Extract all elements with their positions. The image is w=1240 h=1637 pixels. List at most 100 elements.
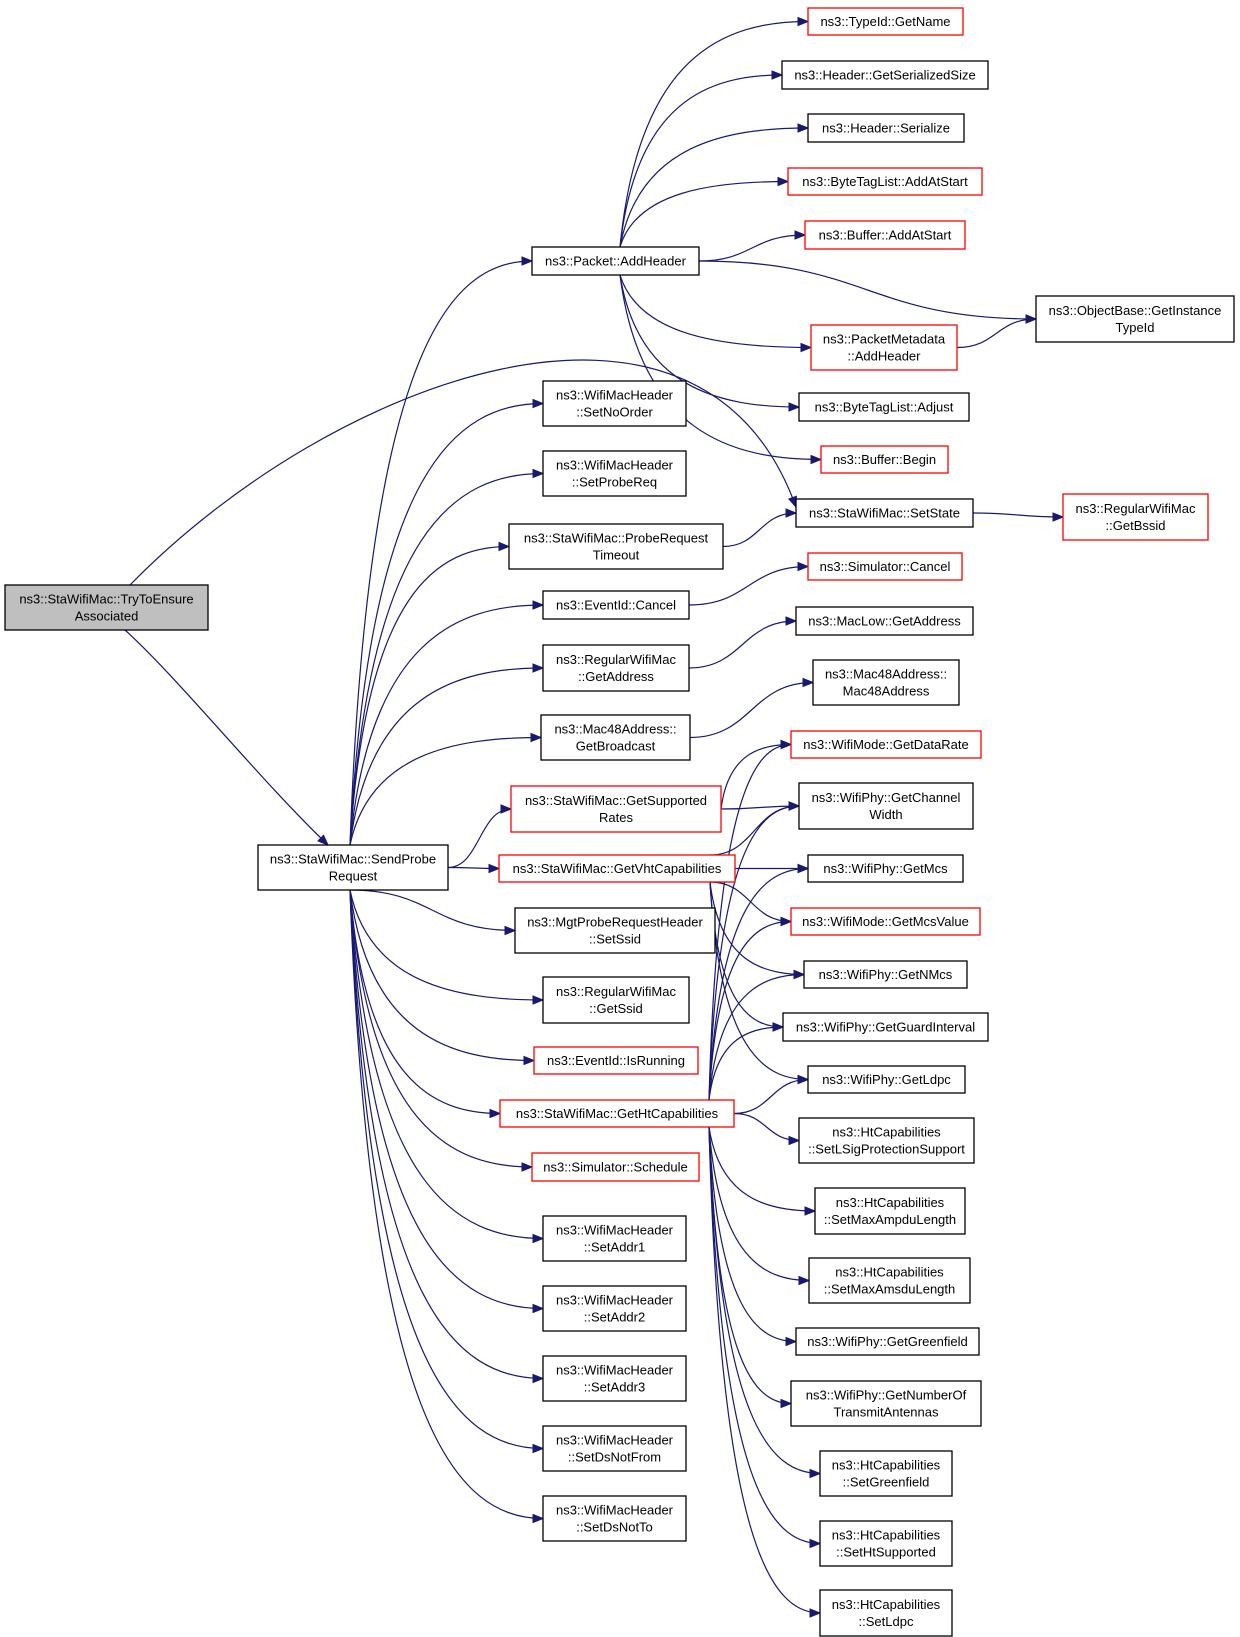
- edge-arrowhead: [532, 663, 545, 673]
- node-getvht[interactable]: ns3::StaWifiMac::GetVhtCapabilities: [498, 854, 736, 883]
- call-edge: [349, 889, 545, 1384]
- node-label: ns3::StaWifiMac::GetHtCapabilities: [516, 1106, 719, 1121]
- node-hdr-getser[interactable]: ns3::Header::GetSerializedSize: [781, 60, 989, 90]
- call-edge: [698, 260, 1038, 324]
- node-label: ns3::WifiPhy::GetLdpc: [822, 1072, 951, 1087]
- node-setdsnotto[interactable]: ns3::WifiMacHeader::SetDsNotTo: [542, 1495, 687, 1542]
- edge-line: [720, 743, 792, 810]
- node-box: [542, 976, 690, 1024]
- edge-line: [708, 920, 792, 1101]
- node-setprobereq[interactable]: ns3::WifiMacHeader::SetProbeReq: [542, 450, 687, 497]
- node-ntx[interactable]: ns3::WifiPhy::GetNumberOfTransmitAntenna…: [790, 1380, 982, 1427]
- edge-line: [956, 318, 1037, 349]
- edge-line: [619, 20, 809, 248]
- node-label: ns3::WifiMacHeader: [556, 388, 674, 403]
- node-htc-green[interactable]: ns3::HtCapabilities::SetGreenfield: [819, 1450, 953, 1497]
- node-box: [804, 220, 966, 250]
- edge-line: [349, 889, 544, 1380]
- node-setdsnotfrom[interactable]: ns3::WifiMacHeader::SetDsNotFrom: [542, 1425, 687, 1472]
- node-greenfield[interactable]: ns3::WifiPhy::GetGreenfield: [795, 1327, 980, 1356]
- node-mgt-setssid[interactable]: ns3::MgtProbeRequestHeader::SetSsid: [514, 907, 716, 954]
- node-rwm-getssid[interactable]: ns3::RegularWifiMac::GetSsid: [542, 976, 690, 1024]
- edge-arrowhead: [532, 398, 545, 409]
- node-btl-addatstart[interactable]: ns3::ByteTagList::AddAtStart: [787, 167, 983, 196]
- node-getht[interactable]: ns3::StaWifiMac::GetHtCapabilities: [499, 1099, 735, 1128]
- edge-line: [349, 889, 501, 1115]
- node-box: [798, 1117, 975, 1164]
- node-getmcs[interactable]: ns3::WifiPhy::GetMcs: [807, 854, 964, 883]
- node-label: ns3::ByteTagList::Adjust: [815, 400, 954, 415]
- node-label: ns3::RegularWifiMac: [1076, 501, 1196, 516]
- edge-arrowhead: [532, 468, 545, 479]
- call-edge: [619, 274, 813, 353]
- node-guard[interactable]: ns3::WifiPhy::GetGuardInterval: [782, 1012, 989, 1042]
- node-getnmcs[interactable]: ns3::WifiPhy::GetNMcs: [803, 960, 968, 989]
- edge-line: [619, 274, 812, 349]
- node-label: ::SetHtSupported: [836, 1545, 936, 1560]
- node-sim-schedule[interactable]: ns3::Simulator::Schedule: [531, 1152, 700, 1182]
- node-ev-cancel[interactable]: ns3::EventId::Cancel: [542, 590, 690, 620]
- node-label: ::SetMaxAmpduLength: [824, 1212, 956, 1227]
- call-edge: [619, 16, 810, 248]
- node-datarate[interactable]: ns3::WifiMode::GetDataRate: [790, 730, 982, 759]
- node-hdr-ser[interactable]: ns3::Header::Serialize: [807, 113, 965, 143]
- edge-line: [349, 545, 510, 846]
- node-typeid-getname[interactable]: ns3::TypeId::GetName: [807, 7, 964, 36]
- node-getbssid[interactable]: ns3::RegularWifiMac::GetBssid: [1062, 493, 1209, 541]
- call-edge: [349, 889, 534, 1172]
- node-sim-cancel[interactable]: ns3::Simulator::Cancel: [807, 552, 963, 581]
- node-htc-htsup[interactable]: ns3::HtCapabilities::SetHtSupported: [819, 1520, 953, 1567]
- edge-arrowhead: [809, 1468, 822, 1479]
- edge-arrowhead: [532, 1513, 545, 1524]
- node-htc-lsig[interactable]: ns3::HtCapabilities::SetLSigProtectionSu…: [798, 1117, 975, 1164]
- node-setaddr3[interactable]: ns3::WifiMacHeader::SetAddr3: [542, 1355, 687, 1402]
- call-edge: [447, 863, 501, 874]
- edge-arrowhead: [810, 454, 823, 465]
- node-box: [807, 7, 964, 36]
- call-edge: [688, 561, 810, 606]
- node-label: ns3::Simulator::Cancel: [820, 559, 951, 574]
- node-ldpc[interactable]: ns3::WifiPhy::GetLdpc: [807, 1065, 966, 1094]
- node-mcsvalue[interactable]: ns3::WifiMode::GetMcsValue: [790, 907, 981, 936]
- edge-line: [619, 127, 809, 248]
- node-label: ns3::EventId::IsRunning: [547, 1053, 685, 1068]
- node-setnoorder[interactable]: ns3::WifiMacHeader::SetNoOrder: [542, 380, 687, 427]
- node-ev-isrunning[interactable]: ns3::EventId::IsRunning: [533, 1046, 699, 1075]
- function-nodes: ns3::StaWifiMac::TryToEnsureAssociatedns…: [4, 7, 1235, 1637]
- edge-arrowhead: [800, 342, 813, 353]
- node-label: ns3::WifiMacHeader: [556, 458, 674, 473]
- node-mac48-getbc[interactable]: ns3::Mac48Address::GetBroadcast: [540, 714, 691, 761]
- node-setaddr1[interactable]: ns3::WifiMacHeader::SetAddr1: [542, 1215, 687, 1262]
- node-btl-adjust[interactable]: ns3::ByteTagList::Adjust: [798, 392, 970, 422]
- node-label: Request: [329, 869, 378, 884]
- node-buf-addatstart[interactable]: ns3::Buffer::AddAtStart: [804, 220, 966, 250]
- node-htc-ldpc[interactable]: ns3::HtCapabilities::SetLdpc: [819, 1589, 953, 1637]
- node-addheader[interactable]: ns3::Packet::AddHeader: [531, 246, 700, 276]
- node-label: GetBroadcast: [576, 739, 656, 754]
- call-edge: [349, 541, 511, 846]
- node-box: [510, 785, 722, 833]
- node-htc-amsdu[interactable]: ns3::HtCapabilities::SetMaxAmsduLength: [808, 1257, 971, 1304]
- edge-arrowhead: [797, 16, 810, 27]
- edge-line: [708, 1126, 821, 1545]
- node-htc-ampdu[interactable]: ns3::HtCapabilities::SetMaxAmpduLength: [814, 1187, 966, 1235]
- node-rwm-getaddr[interactable]: ns3::RegularWifiMac::GetAddress: [542, 644, 690, 692]
- node-setstate[interactable]: ns3::StaWifiMac::SetState: [795, 498, 974, 528]
- node-maclow-getaddr[interactable]: ns3::MacLow::GetAddress: [795, 606, 974, 636]
- node-label: TransmitAntennas: [833, 1405, 939, 1420]
- node-setaddr2[interactable]: ns3::WifiMacHeader::SetAddr2: [542, 1285, 687, 1332]
- call-edge: [708, 969, 806, 1101]
- node-buf-begin[interactable]: ns3::Buffer::Begin: [820, 445, 949, 474]
- call-edge: [349, 889, 545, 1524]
- edge-line: [349, 889, 535, 1062]
- node-pktmeta[interactable]: ns3::PacketMetadata::AddHeader: [810, 324, 958, 371]
- call-edge: [708, 801, 801, 1101]
- node-label: ::SetProbeReq: [572, 475, 657, 490]
- node-mac48-ctor[interactable]: ns3::Mac48Address::Mac48Address: [812, 659, 960, 706]
